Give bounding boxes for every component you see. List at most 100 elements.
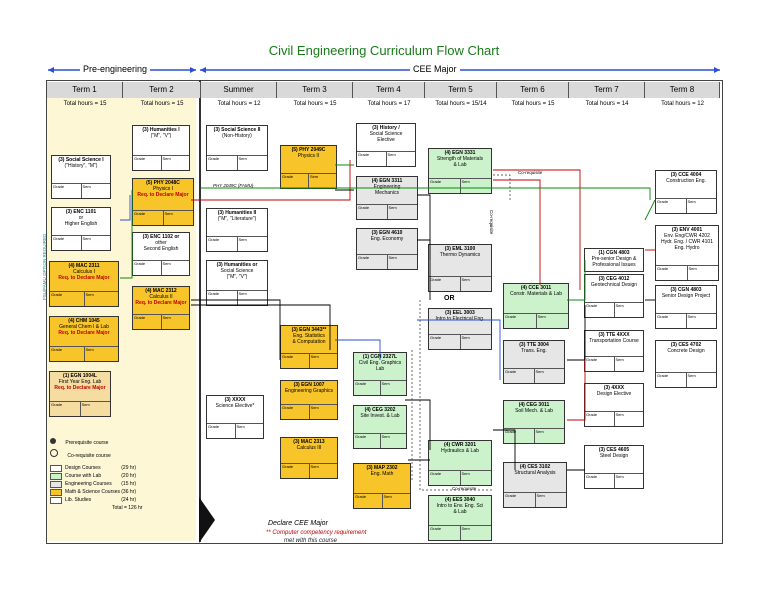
grade-cell[interactable]: Grade: [133, 211, 164, 225]
grade-cell[interactable]: Grade: [133, 261, 162, 275]
sem-cell[interactable]: Sem: [238, 237, 247, 242]
grade-cell[interactable]: Grade: [207, 156, 238, 170]
grade-cell[interactable]: Grade: [357, 152, 387, 166]
grade-cell[interactable]: Grade: [504, 314, 537, 328]
sem-cell[interactable]: Sem: [310, 405, 319, 410]
sem-cell[interactable]: Sem: [687, 199, 696, 204]
sem-cell[interactable]: Sem: [383, 494, 392, 499]
grade-cell[interactable]: Grade: [585, 474, 615, 488]
sem-cell[interactable]: Sem: [535, 369, 544, 374]
sem-cell[interactable]: Sem: [615, 474, 624, 479]
sem-cell[interactable]: Sem: [81, 402, 90, 407]
sem-cell[interactable]: Sem: [310, 464, 319, 469]
declare-arrow-icon: [199, 497, 215, 543]
term-hours: Total hours = 15/14: [435, 101, 487, 107]
sem-cell[interactable]: Sem: [162, 315, 171, 320]
grade-cell[interactable]: Grade: [429, 335, 461, 349]
sem-cell[interactable]: Sem: [85, 292, 94, 297]
course-line: (3) EML 3100: [444, 246, 476, 252]
grade-cell[interactable]: Grade: [429, 471, 461, 485]
grade-cell[interactable]: Grade: [504, 429, 535, 443]
sem-cell[interactable]: Sem: [461, 526, 470, 531]
sem-cell[interactable]: Sem: [388, 205, 397, 210]
grade-cell[interactable]: Grade: [207, 424, 236, 438]
grade-cell[interactable]: Grade: [354, 434, 381, 448]
sem-cell[interactable]: Sem: [461, 471, 470, 476]
legend-item: Engineering Courses(15 hr): [50, 481, 136, 488]
grade-cell[interactable]: Grade: [52, 184, 82, 198]
grade-cell[interactable]: Grade: [585, 357, 615, 371]
sem-cell[interactable]: Sem: [164, 211, 173, 216]
grade-cell[interactable]: Grade: [354, 381, 381, 395]
course-line: ("History", "M"): [64, 163, 98, 169]
grade-cell[interactable]: Grade: [133, 156, 162, 170]
term-hours: Total hours = 14: [585, 101, 629, 107]
sem-cell[interactable]: Sem: [238, 291, 247, 296]
grade-cell[interactable]: Grade: [207, 291, 238, 305]
grade-cell[interactable]: Grade: [281, 405, 310, 419]
sem-cell[interactable]: Sem: [461, 335, 470, 340]
grade-cell[interactable]: Grade: [656, 199, 687, 213]
sem-cell[interactable]: Sem: [687, 314, 696, 319]
grade-cell[interactable]: Grade: [429, 277, 461, 291]
course-line: (3) MAC 2313: [293, 439, 325, 445]
grade-cell[interactable]: Grade: [357, 255, 388, 269]
grade-cell[interactable]: Grade: [50, 347, 85, 361]
sem-cell[interactable]: Sem: [537, 314, 546, 319]
sem-cell[interactable]: Sem: [82, 184, 91, 189]
sem-cell[interactable]: Sem: [388, 255, 397, 260]
sem-cell[interactable]: Sem: [615, 303, 624, 308]
sem-cell[interactable]: Sem: [461, 179, 470, 184]
grade-cell[interactable]: Grade: [281, 464, 310, 478]
grade-cell[interactable]: Grade: [52, 236, 82, 250]
sem-cell[interactable]: Sem: [387, 152, 396, 157]
sem-cell[interactable]: Sem: [461, 277, 470, 282]
grade-cell[interactable]: Grade: [585, 303, 615, 317]
sem-cell[interactable]: Sem: [238, 156, 247, 161]
sem-cell[interactable]: Sem: [162, 261, 171, 266]
sem-cell[interactable]: Sem: [381, 381, 390, 386]
sem-cell[interactable]: Sem: [535, 429, 544, 434]
grade-cell[interactable]: Grade: [133, 315, 162, 329]
sem-cell[interactable]: Sem: [162, 156, 171, 161]
grade-cell[interactable]: Grade: [354, 494, 383, 508]
sem-cell[interactable]: Sem: [85, 347, 94, 352]
grade-cell[interactable]: Grade: [50, 402, 81, 416]
grade-cell[interactable]: Grade: [207, 237, 238, 251]
grade-cell[interactable]: Grade: [656, 373, 687, 387]
sem-cell[interactable]: Sem: [310, 354, 319, 359]
sem-cell[interactable]: Sem: [615, 357, 624, 362]
course-box: (3) Social Science I("History", "M")Grad…: [51, 155, 111, 199]
grade-cell[interactable]: Grade: [504, 369, 535, 383]
grade-cell[interactable]: Grade: [504, 493, 536, 507]
sem-cell[interactable]: Sem: [687, 373, 696, 378]
grade-cell[interactable]: Grade: [429, 179, 461, 193]
course-line: (3) MAP 2302: [366, 465, 398, 471]
grade-cell[interactable]: Grade: [656, 266, 688, 280]
summer-divider: [199, 80, 201, 542]
grade-cell[interactable]: Grade: [50, 292, 85, 306]
grade-cell[interactable]: Grade: [429, 526, 461, 540]
sem-cell[interactable]: Sem: [615, 412, 624, 417]
grade-cell[interactable]: Grade: [357, 205, 388, 219]
grade-cell[interactable]: Grade: [281, 174, 309, 188]
grade-cell[interactable]: Grade: [281, 354, 310, 368]
grade-cell[interactable]: Grade: [585, 412, 615, 426]
grade-cell[interactable]: Grade: [656, 314, 687, 328]
sem-cell[interactable]: Sem: [536, 493, 545, 498]
sem-cell[interactable]: Sem: [310, 174, 319, 179]
sem-cell[interactable]: Sem: [82, 236, 91, 241]
sem-cell[interactable]: Sem: [381, 434, 390, 439]
sem-cell[interactable]: Sem: [688, 266, 697, 271]
course-line: Soil Mech. & Lab: [515, 408, 553, 414]
sem-cell[interactable]: Sem: [236, 424, 245, 429]
